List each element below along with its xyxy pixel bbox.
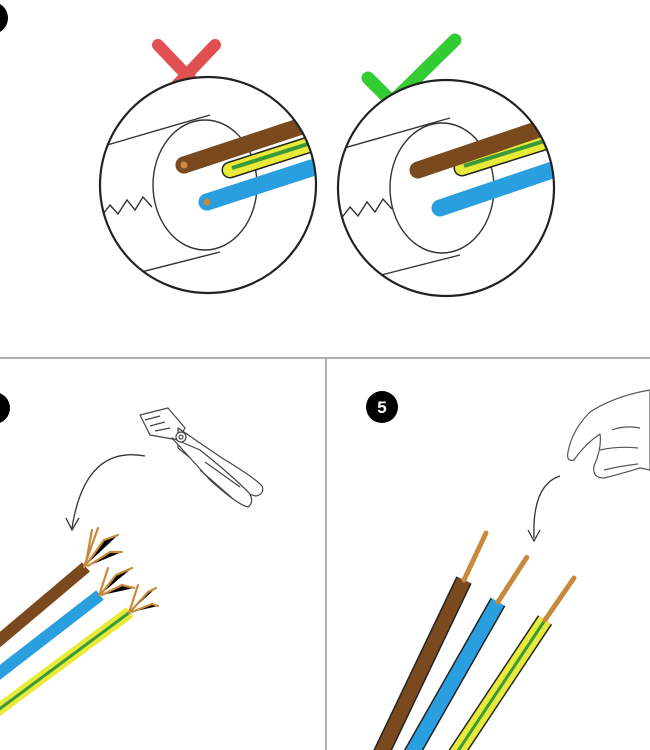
- step-badge-left: [0, 393, 10, 423]
- hand-icon: [567, 389, 650, 479]
- cable-cross-section-wrong: [98, 75, 318, 295]
- wrong-example: [98, 39, 318, 295]
- twisted-wires: [373, 530, 577, 750]
- curved-arrow-icon: [65, 454, 146, 532]
- wire-stripper-icon: [139, 407, 264, 508]
- top-panel: [0, 4, 556, 298]
- cable-cross-section-correct: [336, 78, 556, 298]
- panel-step-4: [0, 393, 264, 717]
- step-badge-top: [0, 4, 8, 32]
- correct-example: [336, 33, 556, 298]
- step-number: 5: [377, 398, 386, 417]
- panel-step-5: 5: [366, 389, 650, 750]
- curved-arrow-icon: [527, 475, 561, 543]
- step-badge-5: 5: [366, 391, 398, 423]
- stripped-wires: [0, 526, 160, 717]
